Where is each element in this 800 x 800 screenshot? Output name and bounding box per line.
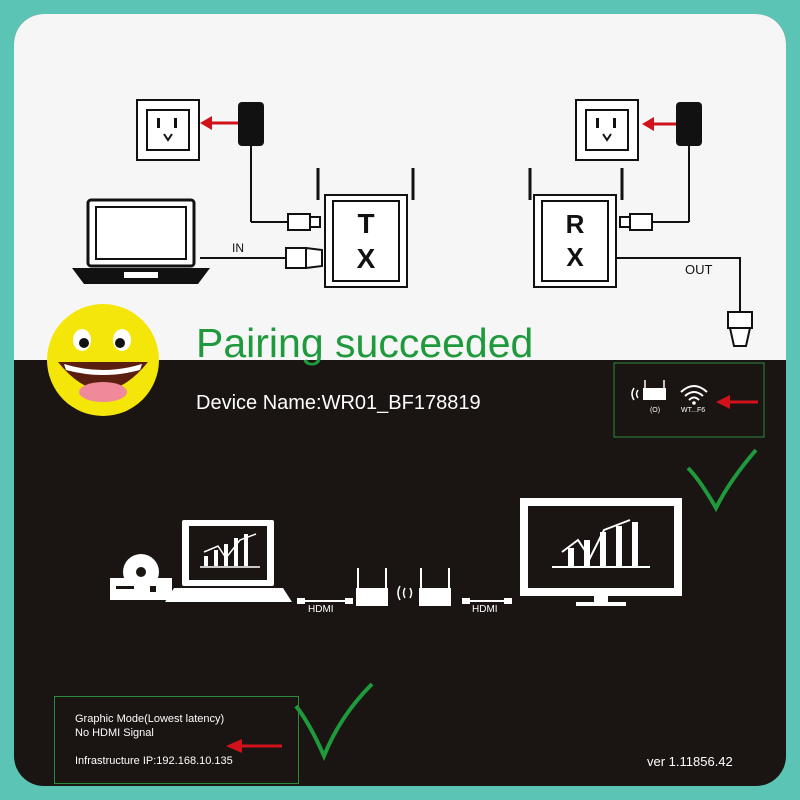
in-label: IN bbox=[232, 241, 244, 255]
router-caption: (O) bbox=[650, 407, 660, 414]
receiver-device-icon bbox=[419, 568, 451, 606]
smiley-face-icon bbox=[47, 304, 159, 416]
wifi-status-panel bbox=[613, 362, 765, 438]
red-arrow-icon bbox=[642, 117, 676, 131]
pairing-status-title: Pairing succeeded bbox=[196, 320, 534, 366]
info-panel: Graphic Mode(Lowest latency) No HDMI Sig… bbox=[54, 696, 299, 784]
top-panel bbox=[14, 14, 786, 360]
power-adapter-left-icon bbox=[238, 102, 321, 231]
hdmi-in-cable-icon bbox=[200, 246, 323, 270]
infrastructure-ip-label: Infrastructure IP:192.168.10.135 bbox=[75, 755, 233, 767]
wifi-ssid-label: WT...F6 bbox=[681, 407, 705, 414]
wall-outlet-left-icon bbox=[136, 99, 200, 161]
hdmi-label-right: HDMI bbox=[472, 604, 498, 615]
check-mark-icon bbox=[294, 682, 374, 762]
router-signal-icon bbox=[631, 380, 666, 401]
out-label: OUT bbox=[685, 262, 713, 277]
graphic-mode-label: Graphic Mode(Lowest latency) bbox=[75, 713, 225, 725]
wall-outlet-right-icon bbox=[575, 99, 639, 161]
device-name-label: Device Name:WR01_BF178819 bbox=[196, 392, 481, 414]
hdmi-label-left: HDMI bbox=[308, 604, 334, 615]
monitor-chart-icon bbox=[520, 498, 682, 606]
rx-letter-r: R bbox=[566, 209, 585, 239]
laptop-chart-icon bbox=[165, 520, 292, 602]
tx-transmitter-icon bbox=[316, 168, 415, 288]
rx-letter-x: X bbox=[566, 242, 584, 272]
transmitter-device-icon bbox=[356, 568, 388, 606]
power-adapter-right-icon bbox=[619, 102, 702, 231]
red-arrow-icon bbox=[200, 116, 238, 130]
hdmi-out-cable-icon bbox=[616, 257, 753, 347]
check-mark-icon bbox=[686, 448, 758, 513]
artwork: IN T X R X OUT bbox=[47, 99, 765, 762]
tx-letter-t: T bbox=[357, 208, 374, 239]
red-arrow-icon bbox=[226, 739, 282, 753]
screen: IN T X R X OUT bbox=[14, 14, 786, 786]
hdmi-cable-left-icon bbox=[297, 598, 353, 604]
hdmi-cable-right-icon bbox=[462, 598, 512, 604]
red-arrow-icon bbox=[716, 395, 758, 409]
hdmi-signal-label: No HDMI Signal bbox=[75, 727, 154, 739]
laptop-icon bbox=[72, 198, 210, 284]
rx-receiver-icon bbox=[528, 168, 624, 288]
wireless-signal-icon bbox=[397, 585, 413, 601]
wifi-icon bbox=[680, 385, 708, 405]
tx-letter-x: X bbox=[357, 243, 376, 274]
version-label: ver 1.11856.42 bbox=[647, 754, 733, 769]
dvd-player-icon bbox=[110, 554, 172, 600]
